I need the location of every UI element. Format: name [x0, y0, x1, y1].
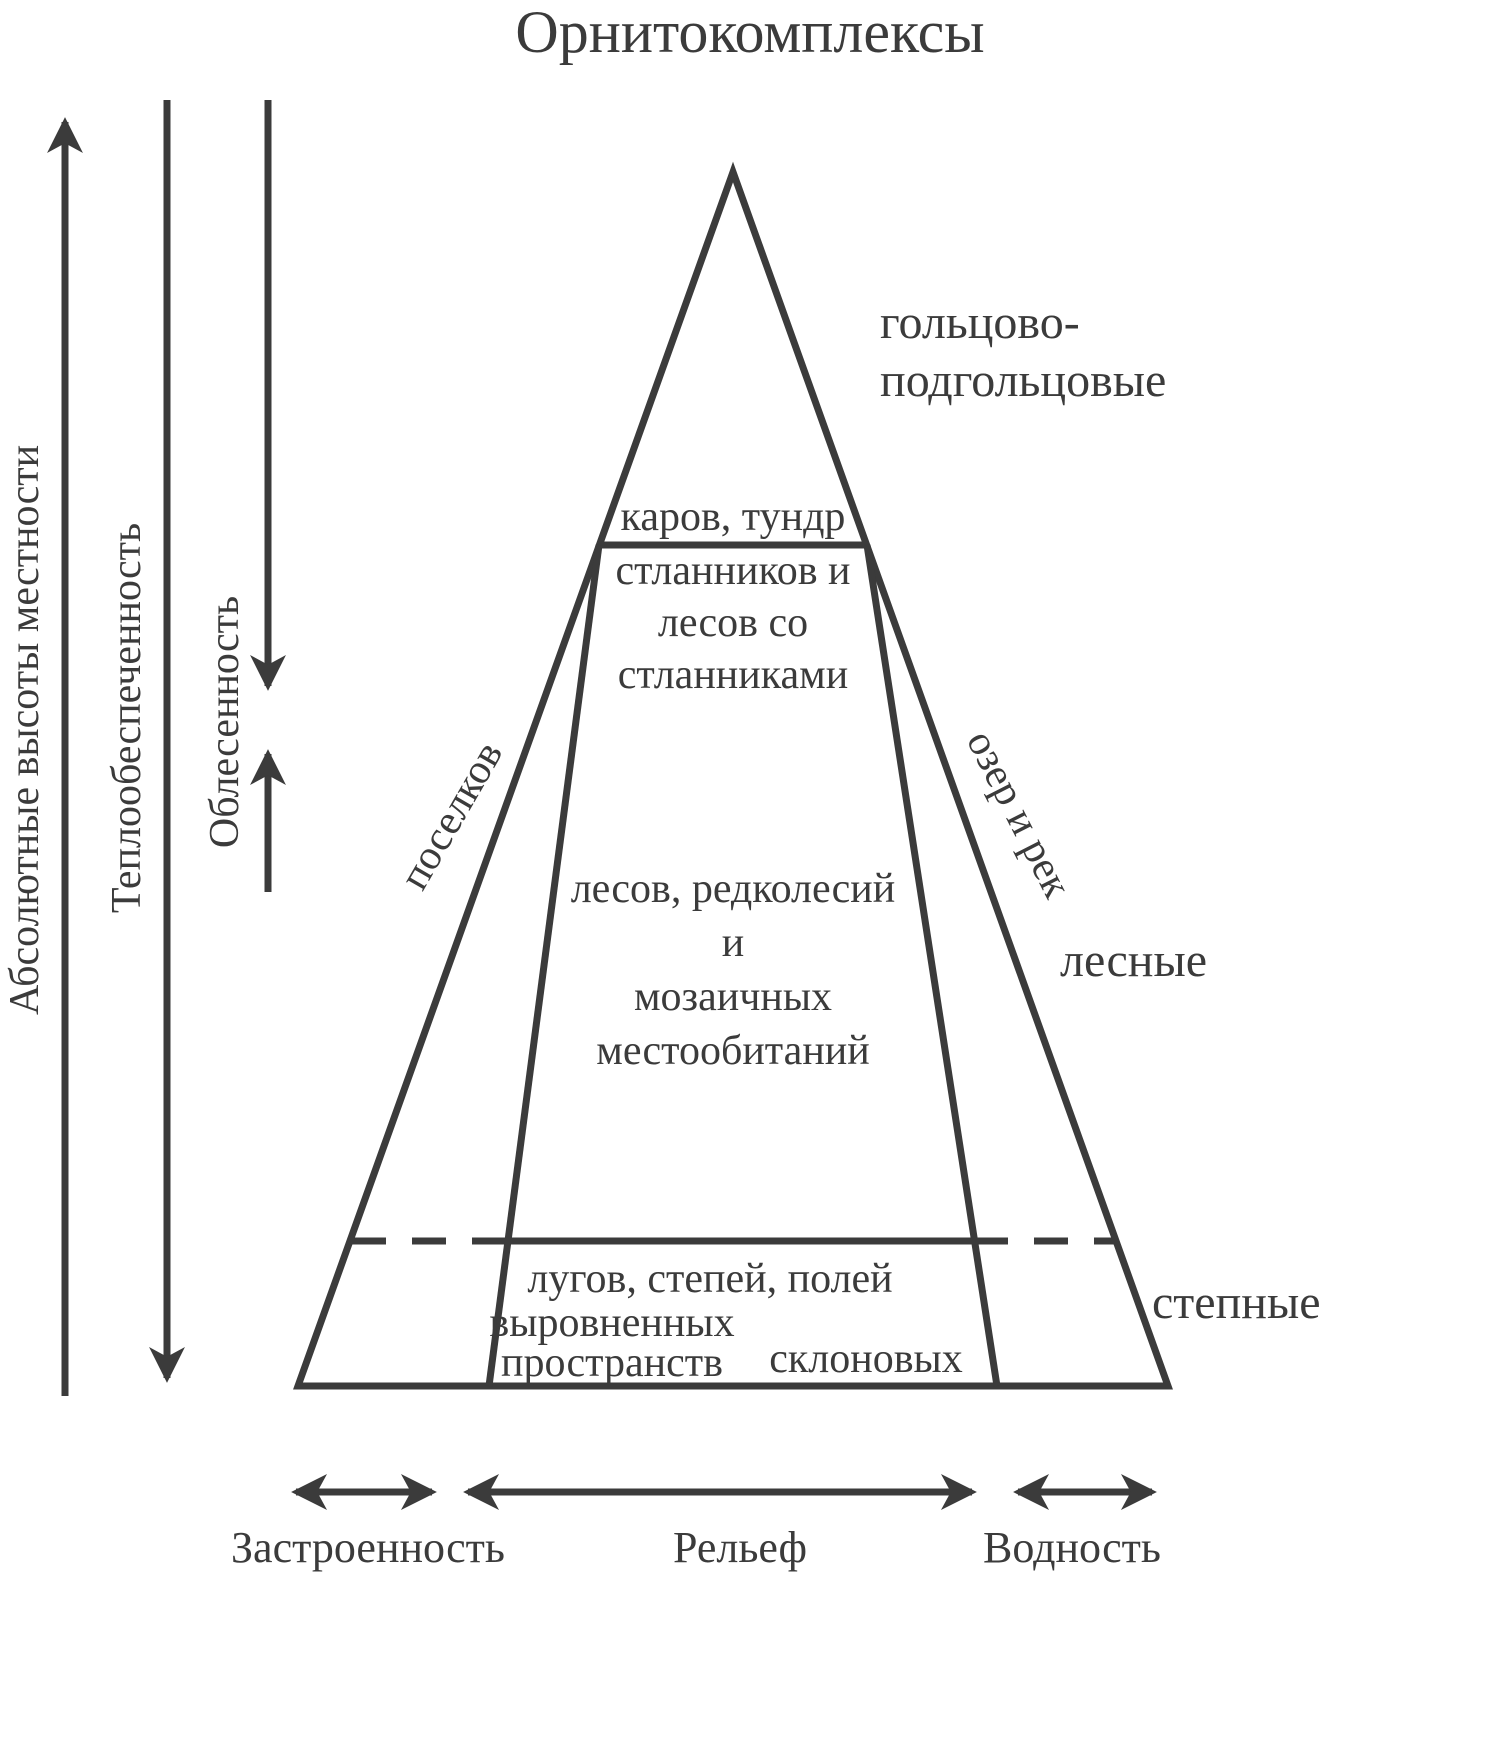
inner-left-line [485, 544, 603, 1387]
stlanik-label-line2: лесов со [658, 600, 808, 646]
forest-habitat-label-line3: мозаичных [634, 974, 832, 1020]
forest-habitat-label-line1: лесов, редколесий [571, 866, 896, 912]
forest-habitat-label-line4: местообитаний [596, 1028, 870, 1074]
steppe-zone-label: степные [1152, 1276, 1321, 1329]
water-label: Водность [983, 1523, 1161, 1572]
karov-tundr-label: каров, тундр [621, 494, 846, 540]
settlements-label: поселков [391, 734, 512, 898]
meadows-label: лугов, степей, полей [527, 1256, 892, 1302]
inner-right-line [863, 544, 1001, 1387]
alpine-zone-label-line1: гольцово- [880, 296, 1080, 349]
built-up-label: Застроенность [231, 1523, 505, 1572]
flat-spaces-label-line1: выровненных [489, 1300, 734, 1346]
stlanik-label-line1: стланников и [615, 548, 850, 594]
diagram-title: Орнитокомплексы [515, 0, 984, 65]
pyramid-outline [293, 161, 1173, 1390]
relief-label: Рельеф [673, 1523, 807, 1572]
slopes-label: склоновых [769, 1336, 963, 1382]
stlanik-label-line3: стланниками [618, 652, 848, 698]
forest-zone-label: лесные [1060, 934, 1207, 987]
flat-spaces-label-line2: пространств [501, 1340, 723, 1386]
forest-cover-label: Облесенность [202, 596, 248, 848]
heat-supply-label: Теплообеспеченность [104, 523, 150, 913]
absolute-heights-label: Абсолютные высоты местности [2, 445, 48, 1015]
alpine-zone-label-line2: подгольцовые [880, 354, 1166, 407]
forest-habitat-label-line2: и [722, 920, 744, 966]
lakes-rivers-label: озер и рек [957, 723, 1080, 905]
